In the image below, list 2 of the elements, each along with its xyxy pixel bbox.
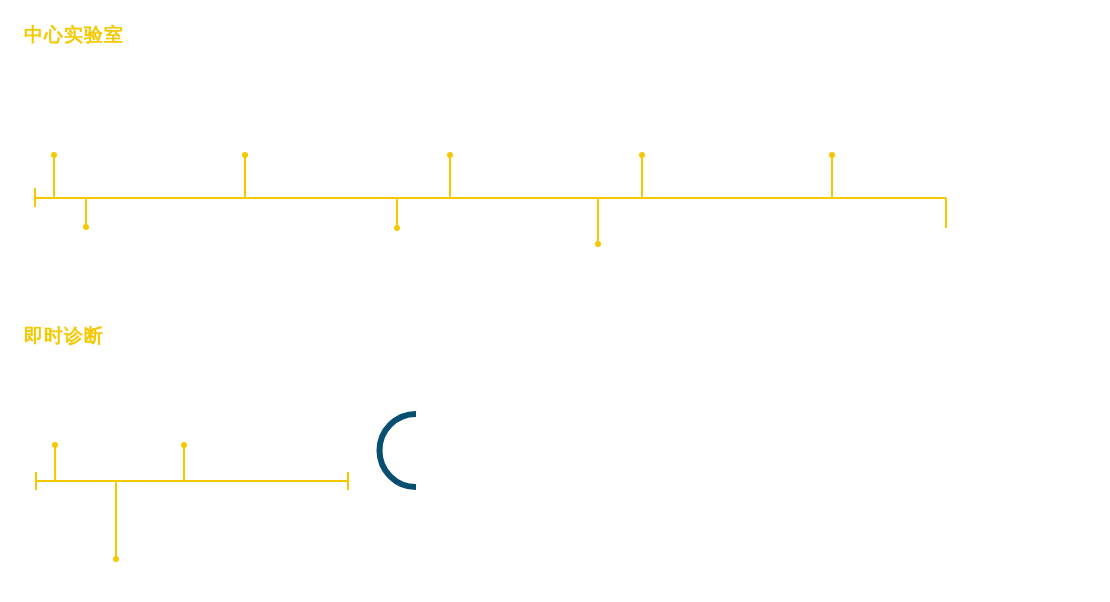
section-heading: 中心实验室 <box>24 25 124 44</box>
section-heading: 即时诊断 <box>24 326 104 345</box>
